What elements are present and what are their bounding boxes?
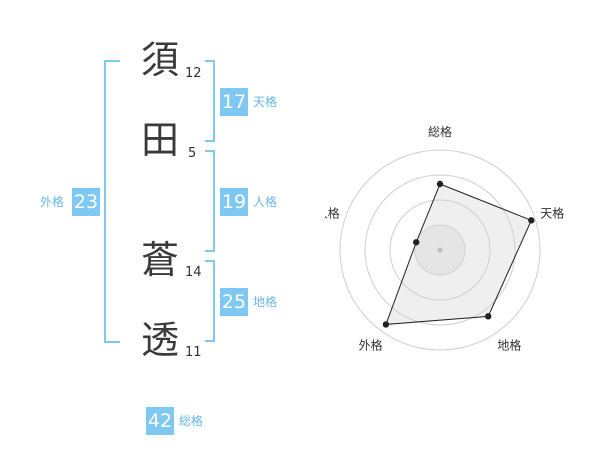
radar-axis-label-1: 総格 [428, 124, 452, 139]
radar-axis-label-4: 外格 [359, 337, 383, 352]
name-char-3: 蒼 [140, 238, 179, 282]
radar-axis-label-2: 天格 [540, 206, 564, 221]
name-char-4: 透 [140, 318, 179, 362]
tenkaku-label: 天格 [253, 95, 278, 109]
chikaku-badge: 25 [220, 288, 248, 316]
radar-point-3 [484, 313, 492, 320]
jinkaku-bracket [205, 150, 215, 252]
soukaku-badge: 42 [146, 407, 174, 435]
radar-ring [339, 149, 541, 351]
radar-point-2 [528, 217, 535, 224]
radar-point-5 [413, 239, 420, 246]
stroke-count-2: 5 [188, 146, 197, 161]
gaikaku-bracket [104, 60, 120, 343]
tenkaku-bracket [205, 60, 215, 142]
radar-center-dot [437, 247, 443, 253]
radar-point-1 [436, 180, 444, 188]
chikaku-bracket [205, 260, 215, 342]
jinkaku-badge: 19 [220, 188, 248, 216]
gaikaku-label: 外格 [40, 195, 65, 209]
radar-ring [364, 174, 516, 326]
soukaku-label: 総格 [179, 414, 204, 428]
radar-point-4 [382, 321, 390, 328]
radar-axis-label-3: 地格 [497, 337, 521, 352]
stroke-count-4: 11 [185, 345, 202, 360]
name-char-2: 田 [140, 118, 179, 162]
radar-series-polygon [385, 183, 532, 325]
tenkaku-badge: 17 [220, 88, 248, 116]
stroke-count-1: 12 [185, 66, 202, 81]
chikaku-label: 地格 [253, 295, 278, 309]
gaikaku-badge: 23 [72, 188, 100, 216]
radar-ring [389, 199, 491, 301]
jinkaku-label: 人格 [253, 195, 278, 209]
stroke-count-3: 14 [185, 265, 202, 280]
radar-axis-label-5: 人格 [325, 206, 340, 221]
name-char-1: 須 [140, 38, 179, 82]
